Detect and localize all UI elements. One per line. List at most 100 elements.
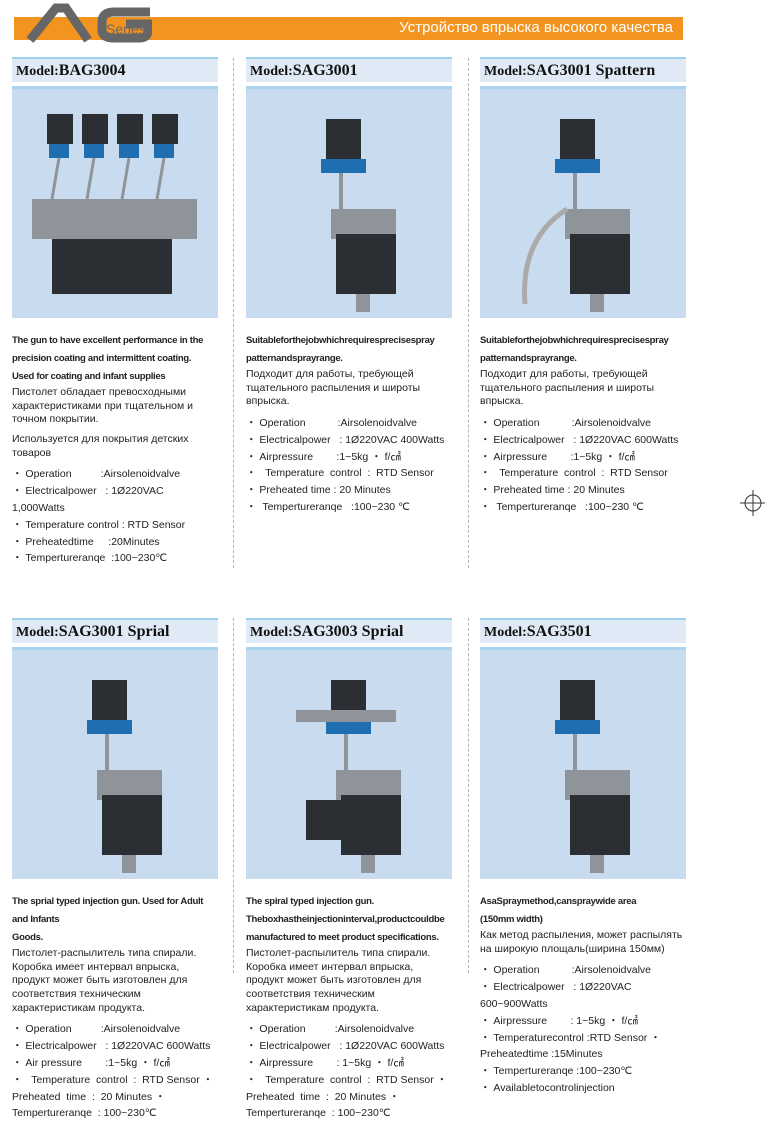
- spec-list: ・ Operation :Airsolenoidvalve ・ Electrica…: [246, 415, 452, 516]
- spec-list: ・ Operation :Airsolenoidvalve ・ Electrica…: [12, 1021, 218, 1122]
- english-description-line: Suitableforthejobwhichrequiresprecisespr…: [480, 335, 669, 346]
- spec-item: ・ Availabletocontrolinjection: [480, 1081, 615, 1094]
- spec-item: ・ Preheated time : 20 Minutes: [480, 484, 625, 497]
- spec-item: ・ Tempertureranqe :100~230℃: [480, 1065, 633, 1078]
- series-label: Series: [106, 21, 146, 37]
- model-name: SAG3501: [526, 623, 592, 640]
- column-divider: [468, 58, 469, 568]
- english-description-line: manufactured to meet product specificati…: [246, 932, 439, 944]
- spec-list: ・ Operation :Airsolenoidvalve ・ Electrica…: [480, 962, 686, 1096]
- spec-item: ・ Electricalpower : 1Ø220VAC 600Watts: [246, 1040, 445, 1053]
- column-divider: [233, 618, 234, 973]
- product-description: The gun to have excellent performance in…: [12, 332, 218, 567]
- english-description-line: patternandsprayrange.: [246, 353, 343, 365]
- spec-item: ・ Operation :Airsolenoidvalve: [246, 417, 417, 430]
- spec-item: ・ Operation :Airsolenoidvalve: [480, 964, 651, 977]
- spec-item: ・ Airpressure : 1~5kg ・ f/㎠: [246, 1056, 404, 1069]
- product-image: [480, 86, 686, 318]
- product-description: AsaSpraymethod,canspraywide area (150mm w…: [480, 893, 686, 1097]
- spec-item: ・ Airpressure :1~5kg ・ f/㎠: [480, 450, 635, 463]
- spec-item: ・ Electricalpower : 1Ø220VAC 400Watts: [246, 433, 445, 446]
- russian-description: Подходит для работы, требующей тщательно…: [246, 368, 421, 408]
- spec-list: ・ Operation :Airsolenoidvalve ・ Electrica…: [246, 1021, 452, 1122]
- model-label: Model:: [250, 625, 293, 640]
- spec-item: ・ Airpressure : 1~5kg ・ f/㎠: [480, 1014, 638, 1027]
- english-description-line: Used for coating and infant supplies: [12, 371, 166, 383]
- header-slogan: Устройство впрыска высокого качества: [399, 19, 673, 36]
- russian-description: Пистолет-распылитель типа спирали. Короб…: [246, 947, 431, 1014]
- english-description-line: Goods.: [12, 932, 43, 944]
- model-header: Model:BAG3004: [12, 57, 218, 82]
- spec-item: ・ Temperature control : RTD Sensor: [246, 467, 434, 480]
- english-description-line: Theboxhastheinjectioninterval,productcou…: [246, 914, 445, 926]
- spec-list: ・ Operation :Airsolenoidvalve ・ Electrica…: [12, 466, 218, 567]
- product-description: The spiral typed injection gun. Theboxhas…: [246, 893, 452, 1122]
- model-header: Model:SAG3003 Sprial: [246, 618, 452, 643]
- model-name: SAG3001 Spattern: [526, 62, 656, 79]
- spec-item: ・ Temperature control : RTD Sensor: [12, 518, 186, 531]
- russian-description: Пистолет-распылитель типа спирали. Короб…: [12, 947, 197, 1014]
- spec-item: ・ Air pressure :1~5kg ・ f/㎠: [12, 1056, 170, 1069]
- model-header: Model:SAG3501: [480, 618, 686, 643]
- spec-item: ・ Operation :Airsolenoidvalve: [12, 468, 181, 481]
- english-description-line: (150mm width): [480, 914, 543, 926]
- english-description-line: patternandsprayrange.: [480, 353, 577, 365]
- spec-item: ・ Tempertureranqe :100~230℃: [12, 552, 168, 565]
- spec-item: ・ Electricalpower : 1Ø220VAC 600~900Watt…: [480, 981, 635, 1010]
- column-divider: [233, 58, 234, 568]
- spec-item: ・ Tempertureranqe :100~230 ℃: [480, 501, 644, 513]
- model-label: Model:: [484, 625, 527, 640]
- spec-item: ・ Electricalpower : 1Ø220VAC 1,000Watts: [12, 485, 167, 514]
- model-header: Model:SAG3001: [246, 57, 452, 82]
- model-label: Model:: [250, 64, 293, 79]
- spec-item: ・ Preheated time : 20 Minutes: [246, 484, 391, 497]
- english-description-line: precision coating and intermittent coati…: [12, 353, 192, 365]
- product-image: [12, 647, 218, 879]
- product-description: Suitableforthejobwhichrequiresprecisespr…: [246, 332, 452, 516]
- product-image: [480, 647, 686, 879]
- english-description-line: The sprial typed injection gun. Used for…: [12, 896, 204, 926]
- russian-description: Пистолет обладает превосходными характер…: [12, 386, 193, 426]
- model-header: Model:SAG3001 Sprial: [12, 618, 218, 643]
- spec-item: ・ Temperaturecontrol :RTD Sensor ・ Prehe…: [480, 1031, 664, 1061]
- russian-description: Подходит для работы, требующей тщательно…: [480, 368, 655, 408]
- english-description-line: AsaSpraymethod,canspraywide area: [480, 896, 637, 907]
- russian-description: Используется для покрытия детских товаро…: [12, 433, 189, 459]
- spec-item: ・ Operation :Airsolenoidvalve: [12, 1023, 181, 1036]
- model-label: Model:: [484, 64, 527, 79]
- product-image: [12, 86, 218, 318]
- header-banner: [14, 17, 683, 40]
- registration-mark-icon: [740, 490, 765, 516]
- spec-item: ・ Preheatedtime :20Minutes: [12, 535, 160, 548]
- product-description: Suitableforthejobwhichrequiresprecisespr…: [480, 332, 686, 516]
- column-divider: [468, 618, 469, 973]
- spec-item: ・ Tempertureranqe :100~230 ℃: [246, 501, 410, 513]
- product-description: The sprial typed injection gun. Used for…: [12, 893, 218, 1122]
- model-name: SAG3001: [292, 62, 358, 79]
- spec-item: ・ Temperature control : RTD Sensor: [480, 467, 668, 480]
- spec-item: ・ Temperature control : RTD Sensor ・ Pre…: [246, 1073, 453, 1120]
- model-header: Model:SAG3001 Spattern: [480, 57, 686, 82]
- spec-item: ・ Operation :Airsolenoidvalve: [246, 1023, 415, 1036]
- model-name: BAG3004: [58, 62, 126, 79]
- spec-list: ・ Operation :Airsolenoidvalve・ Electrica…: [480, 415, 686, 516]
- model-name: SAG3001 Sprial: [58, 623, 170, 640]
- product-image: [246, 647, 452, 879]
- ag-logo: [26, 3, 152, 43]
- model-name: SAG3003 Sprial: [292, 623, 404, 640]
- model-label: Model:: [16, 64, 59, 79]
- english-description-line: The spiral typed injection gun.: [246, 896, 374, 907]
- spec-item: ・ Electricalpower : 1Ø220VAC 600Watts: [12, 1040, 211, 1053]
- russian-description: Как метод распыления, может распылять на…: [480, 929, 683, 955]
- english-description-line: Suitableforthejobwhichrequiresprecisespr…: [246, 335, 435, 346]
- english-description-line: The gun to have excellent performance in…: [12, 335, 204, 346]
- spec-item: ・ Temperature control : RTD Sensor ・ Pre…: [12, 1073, 219, 1120]
- spec-item: ・ Airpressure :1~5kg ・ f/㎠: [246, 450, 401, 463]
- spec-item: ・ Operation :Airsolenoidvalve: [480, 417, 651, 430]
